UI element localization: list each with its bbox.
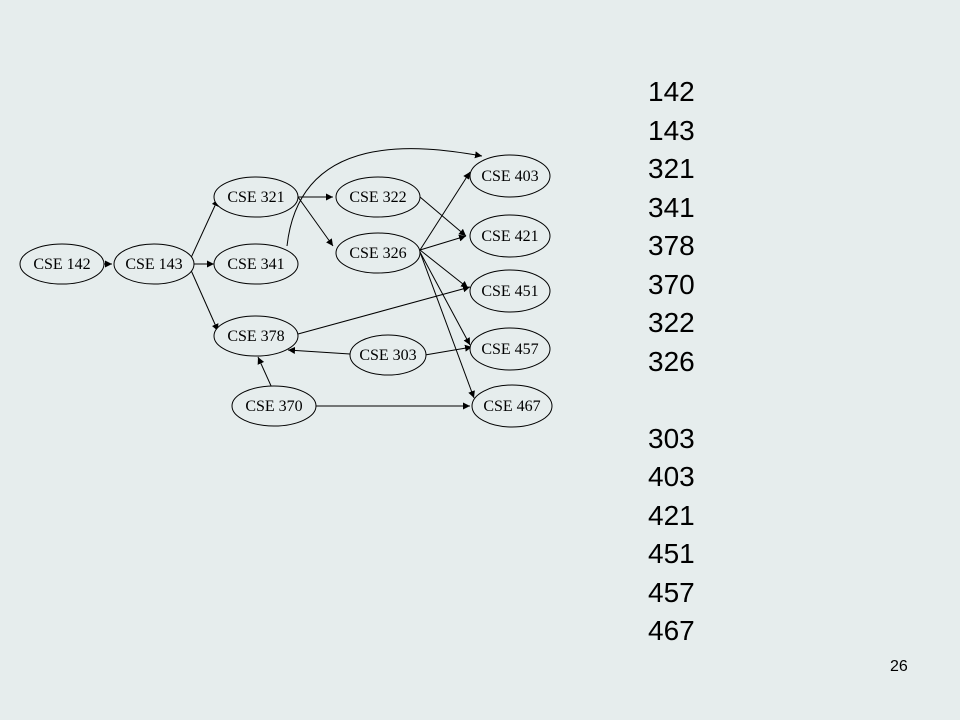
node-label: CSE 457 (481, 341, 538, 358)
node-label: CSE 378 (227, 328, 284, 345)
node-label: CSE 467 (483, 398, 540, 415)
edge-326-467 (419, 251, 475, 399)
node-cse-403: CSE 403 (469, 154, 551, 198)
node-cse-143: CSE 143 (113, 243, 195, 285)
order-item: 321 (648, 153, 695, 184)
order-item: 378 (648, 230, 695, 261)
topological-order-list: 142 143 321 341 378 370 322 326 303 403 … (648, 73, 695, 651)
node-cse-303: CSE 303 (349, 334, 427, 376)
order-item: 421 (648, 499, 695, 531)
node-cse-370: CSE 370 (231, 385, 317, 427)
edge-341-403 (286, 148, 483, 247)
prerequisite-graph: CSE 142 CSE 143 CSE 321 CSE 341 CSE 378 … (19, 148, 553, 428)
node-label: CSE 341 (227, 256, 284, 273)
order-item: 341 (648, 191, 695, 223)
order-item: 467 (648, 615, 695, 646)
node-label: CSE 303 (359, 347, 416, 364)
node-cse-322: CSE 322 (335, 176, 421, 218)
edge-143-378 (189, 267, 219, 332)
node-cse-321: CSE 321 (213, 176, 299, 218)
node-cse-341: CSE 341 (213, 243, 299, 285)
graph-nodes: CSE 142 CSE 143 CSE 321 CSE 341 CSE 378 … (19, 154, 553, 428)
node-label: CSE 142 (33, 256, 90, 273)
edge-326-403 (419, 171, 471, 251)
node-label: CSE 321 (227, 189, 284, 206)
order-item: 403 (648, 461, 695, 492)
order-item: 370 (648, 268, 695, 300)
node-label: CSE 370 (245, 398, 302, 415)
edge-303-457 (424, 344, 473, 356)
node-cse-326: CSE 326 (335, 232, 421, 274)
order-item: 322 (648, 307, 695, 338)
edge-143-321 (189, 198, 219, 261)
order-list-gap (648, 381, 695, 420)
edge-303-378 (287, 346, 351, 355)
page-number: 26 (890, 658, 908, 675)
order-item: 451 (648, 538, 695, 569)
node-label: CSE 143 (125, 256, 182, 273)
edge-326-421 (419, 234, 467, 251)
node-label: CSE 322 (349, 189, 406, 206)
node-label: CSE 451 (481, 283, 538, 300)
edge-322-421 (419, 196, 467, 237)
order-item: 143 (648, 114, 695, 146)
graph-edges (104, 148, 483, 410)
order-item: 457 (648, 576, 695, 608)
node-cse-457: CSE 457 (469, 327, 551, 371)
edge-378-451 (297, 285, 471, 335)
node-label: CSE 326 (349, 245, 406, 262)
order-item: 326 (648, 345, 695, 377)
node-cse-378: CSE 378 (213, 315, 299, 357)
order-item: 303 (648, 422, 695, 454)
node-label: CSE 421 (481, 228, 538, 245)
order-item: 142 (648, 76, 695, 107)
node-label: CSE 403 (481, 168, 538, 185)
edge-321-326 (297, 196, 334, 247)
node-cse-467: CSE 467 (471, 384, 553, 428)
node-cse-451: CSE 451 (469, 269, 551, 313)
edge-370-378 (257, 356, 273, 389)
node-cse-421: CSE 421 (469, 214, 551, 258)
node-cse-142: CSE 142 (19, 243, 105, 285)
edge-326-451 (419, 249, 469, 289)
edge-326-457 (419, 251, 471, 346)
